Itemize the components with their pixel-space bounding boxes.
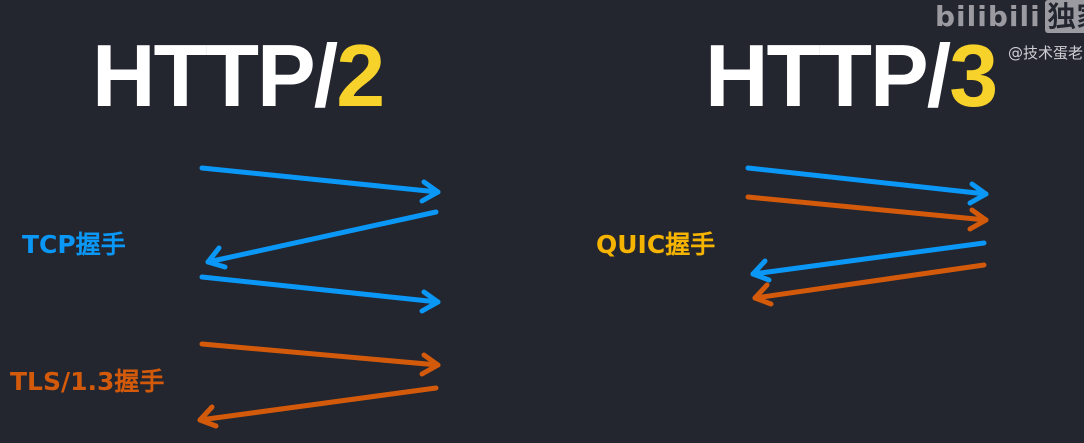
arrow-tls-1 bbox=[199, 341, 441, 377]
watermark-badge: 独家 bbox=[1044, 0, 1084, 33]
arrow-tls-2 bbox=[197, 385, 439, 429]
quic-handshake-label: QUIC握手 bbox=[596, 230, 716, 259]
arrow-tcp-1 bbox=[199, 165, 441, 204]
title-version: 2 bbox=[336, 26, 385, 125]
title-prefix: HTTP/ bbox=[705, 26, 951, 125]
arrow-tcp-2 bbox=[205, 209, 439, 270]
bilibili-watermark: bilibili独家 bbox=[935, 0, 1084, 33]
arrow-quic-4 bbox=[752, 262, 987, 307]
tls-handshake-label: TLS/1.3握手 bbox=[10, 367, 165, 396]
arrow-tcp-3 bbox=[199, 274, 441, 314]
arrow-quic-2 bbox=[745, 194, 989, 232]
watermark-logo: bilibili bbox=[935, 0, 1041, 33]
http2-title: HTTP/2 bbox=[92, 32, 385, 120]
arrow-quic-1 bbox=[745, 165, 989, 206]
tcp-handshake-label: TCP握手 bbox=[22, 230, 126, 259]
http3-title: HTTP/3 bbox=[705, 32, 998, 120]
arrow-quic-3 bbox=[750, 240, 987, 283]
author-credit: @技术蛋老 bbox=[1008, 44, 1084, 62]
title-version: 3 bbox=[949, 26, 998, 125]
title-prefix: HTTP/ bbox=[92, 26, 338, 125]
